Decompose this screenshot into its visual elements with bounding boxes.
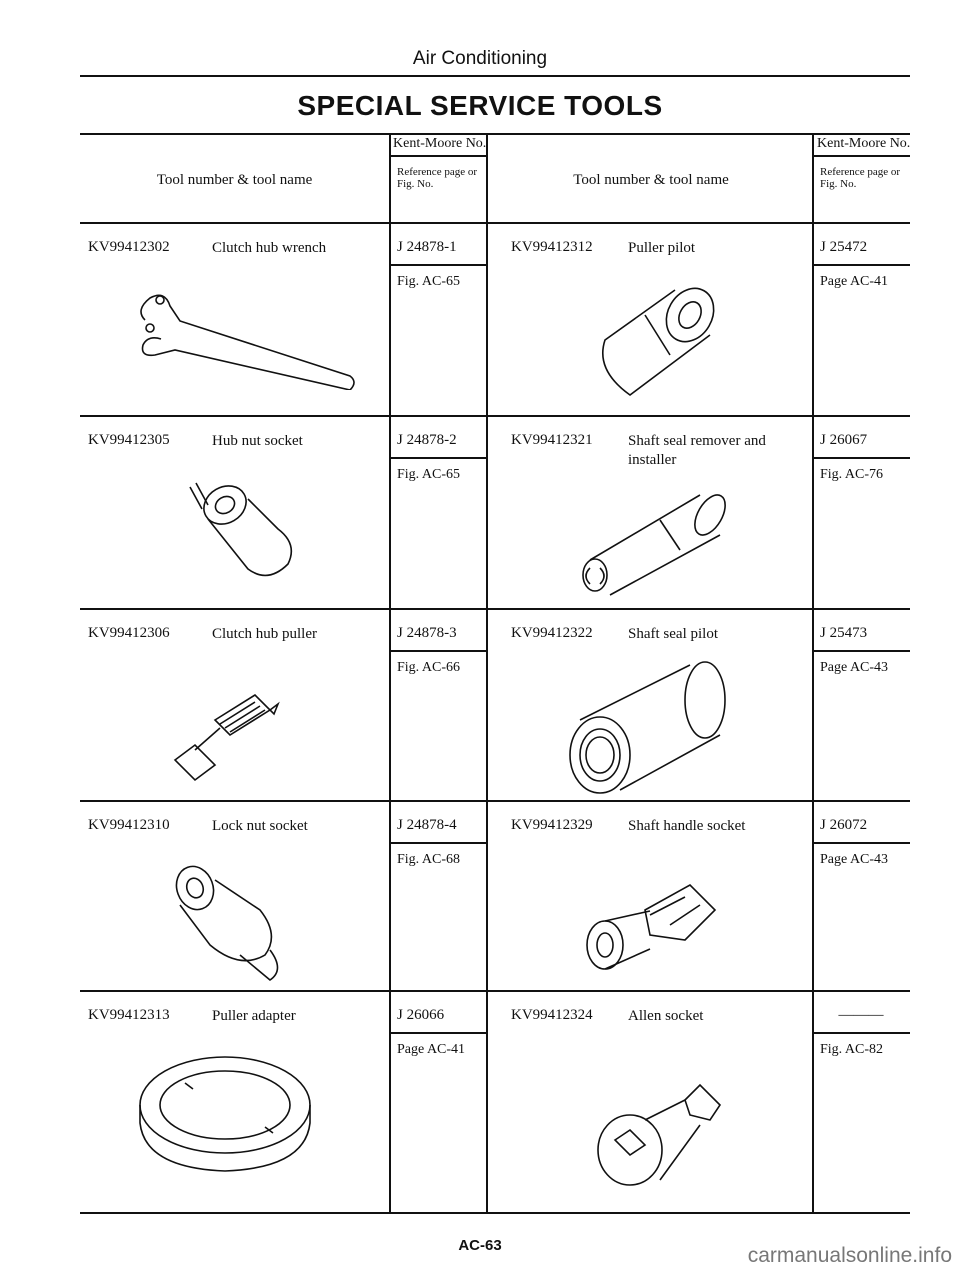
km-rule bbox=[812, 650, 910, 652]
reference: Fig. AC-65 bbox=[397, 274, 461, 289]
row-rule bbox=[80, 415, 910, 417]
km-rule bbox=[389, 842, 486, 844]
kent-moore-number: ——— bbox=[838, 1007, 884, 1023]
puller-pilot-icon bbox=[601, 287, 715, 396]
col-divider bbox=[812, 133, 814, 1213]
tool-number: KV99412324 bbox=[511, 1007, 593, 1023]
kent-moore-number: J 24878-4 bbox=[397, 817, 457, 833]
table-bottom-rule bbox=[80, 1212, 910, 1214]
col-header-tool-right: Tool number & tool name bbox=[573, 172, 729, 188]
kent-moore-number: J 24878-2 bbox=[397, 432, 457, 448]
km-underline bbox=[812, 155, 910, 157]
tool-number: KV99412322 bbox=[511, 625, 593, 641]
puller-adapter-icon bbox=[139, 1056, 311, 1172]
row-rule bbox=[80, 608, 910, 610]
lock-nut-socket-icon bbox=[175, 865, 279, 981]
section-heading: Air Conditioning bbox=[412, 48, 548, 69]
tool-name: Shaft handle socket bbox=[628, 818, 746, 834]
shaft-handle-socket-icon bbox=[586, 884, 717, 970]
reference: Page AC-41 bbox=[820, 274, 889, 289]
row-rule bbox=[80, 800, 910, 802]
tool-name: Puller pilot bbox=[628, 240, 696, 256]
kent-moore-number: J 26072 bbox=[820, 817, 868, 833]
tool-name: Allen socket bbox=[628, 1008, 704, 1024]
km-rule bbox=[389, 650, 486, 652]
col-header-km-right: Kent-Moore No. bbox=[817, 136, 911, 151]
reference: Fig. AC-68 bbox=[397, 852, 461, 867]
km-rule bbox=[389, 1032, 486, 1034]
tool-name: Clutch hub wrench bbox=[212, 240, 327, 256]
reference: Page AC-43 bbox=[820, 660, 889, 675]
shaft-seal-remover-icon bbox=[582, 494, 726, 596]
tool-name: Shaft seal pilot bbox=[628, 626, 718, 642]
row-rule bbox=[80, 990, 910, 992]
col-header-ref: Reference page or Fig. No. bbox=[397, 166, 478, 190]
km-rule bbox=[389, 264, 486, 266]
tool-name: Lock nut socket bbox=[212, 818, 308, 834]
km-rule bbox=[812, 264, 910, 266]
clutch-hub-wrench-icon bbox=[140, 294, 355, 390]
header-rule bbox=[80, 222, 910, 224]
kent-moore-number: J 26066 bbox=[397, 1007, 445, 1023]
km-rule bbox=[812, 1032, 910, 1034]
hub-nut-socket-icon bbox=[189, 482, 293, 577]
table-top-rule bbox=[80, 133, 910, 135]
reference: Page AC-43 bbox=[820, 852, 889, 867]
km-underline bbox=[389, 155, 486, 157]
shaft-seal-pilot-icon bbox=[569, 661, 726, 794]
clutch-hub-puller-icon bbox=[173, 693, 280, 782]
tool-number: KV99412321 bbox=[511, 432, 593, 448]
heading-rule bbox=[80, 75, 910, 77]
kent-moore-number: J 25473 bbox=[820, 625, 868, 641]
allen-socket-icon bbox=[597, 1083, 722, 1186]
col-header-tool: Tool number & tool name bbox=[156, 172, 313, 188]
kent-moore-number: J 25472 bbox=[820, 239, 868, 255]
km-rule bbox=[812, 457, 910, 459]
page-number: AC-63 bbox=[458, 1237, 502, 1254]
page-title: SPECIAL SERVICE TOOLS bbox=[297, 90, 663, 121]
reference: Fig. AC-65 bbox=[397, 467, 461, 482]
km-rule bbox=[812, 842, 910, 844]
reference: Fig. AC-66 bbox=[397, 660, 461, 675]
tool-name: Clutch hub puller bbox=[212, 626, 317, 642]
reference: Fig. AC-76 bbox=[820, 467, 884, 482]
kent-moore-number: J 24878-1 bbox=[397, 239, 457, 255]
watermark: carmanualsonline.info bbox=[747, 1244, 952, 1267]
reference: Fig. AC-82 bbox=[820, 1042, 884, 1057]
km-rule bbox=[389, 457, 486, 459]
col-divider bbox=[486, 133, 488, 1213]
kent-moore-number: J 26067 bbox=[820, 432, 868, 448]
kent-moore-number: J 24878-3 bbox=[397, 625, 457, 641]
col-divider bbox=[389, 133, 391, 1213]
tool-number: KV99412329 bbox=[511, 817, 593, 833]
tool-number: KV99412310 bbox=[88, 817, 170, 833]
tool-name: Shaft seal remover and installer bbox=[628, 433, 766, 468]
col-header-km: Kent-Moore No. bbox=[393, 136, 487, 151]
tool-number: KV99412312 bbox=[511, 239, 593, 255]
tool-number: KV99412313 bbox=[88, 1007, 170, 1023]
tool-name: Hub nut socket bbox=[212, 433, 303, 449]
reference: Page AC-41 bbox=[397, 1042, 466, 1057]
tool-number: KV99412305 bbox=[88, 432, 170, 448]
tool-name: Puller adapter bbox=[212, 1008, 296, 1024]
tool-number: KV99412302 bbox=[88, 239, 170, 255]
tool-number: KV99412306 bbox=[88, 625, 170, 641]
col-header-ref-right: Reference page or Fig. No. bbox=[820, 166, 901, 190]
